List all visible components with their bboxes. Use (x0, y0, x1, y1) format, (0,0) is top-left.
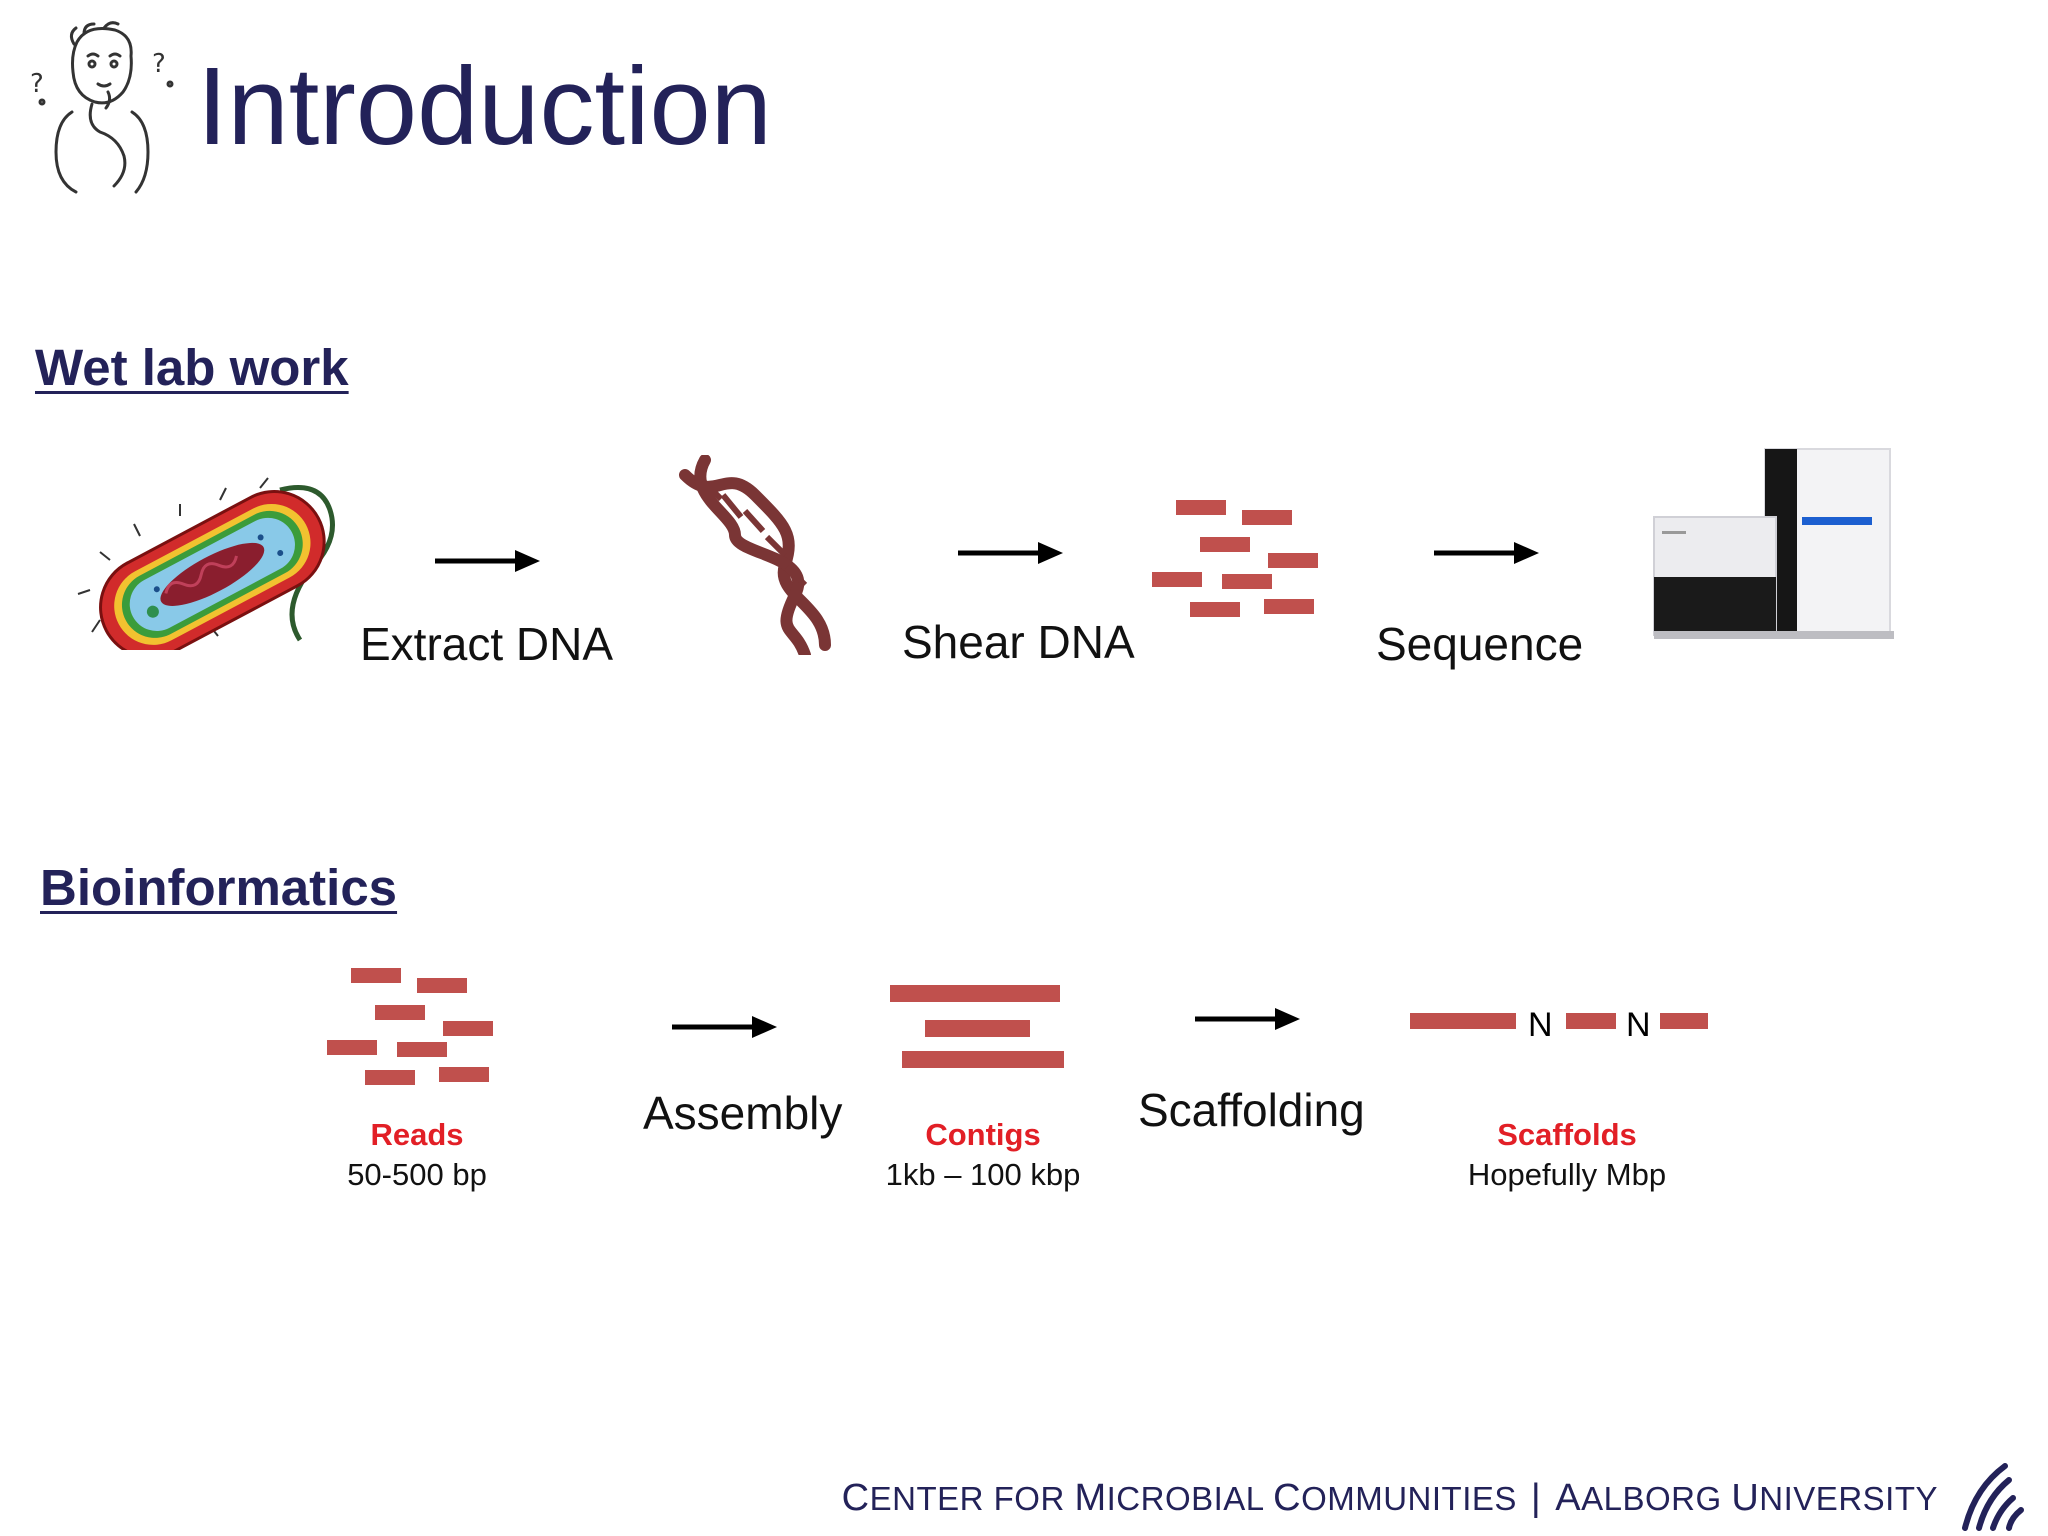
contigs-caption: Contigs 1kb – 100 kbp (868, 1115, 1098, 1195)
step-assembly: Assembly (643, 1087, 843, 1139)
contigs-size: 1kb – 100 kbp (885, 1157, 1081, 1192)
svg-text:?: ? (152, 49, 166, 79)
arrow-scaffolding (1195, 1006, 1300, 1032)
aalborg-university-logo (1955, 1460, 2027, 1532)
contigs-label: Contigs (925, 1117, 1041, 1152)
thinking-person-icon: ? ? (22, 12, 182, 202)
dna-helix-icon (675, 454, 845, 661)
arrow-shear (958, 540, 1063, 566)
reads-label: Reads (370, 1117, 464, 1152)
reads-fragments-icon (325, 968, 495, 1088)
step-extract-dna: Extract DNA (360, 618, 614, 670)
reads-size: 50-500 bp (347, 1157, 487, 1192)
arrow-sequence (1434, 540, 1539, 566)
footer-institution: CENTER FOR MICROBIAL COMMUNITIES|AALBORG… (841, 1477, 1938, 1519)
bacterium-icon (70, 470, 350, 659)
gap-n-1: N (1528, 1006, 1553, 1044)
contigs-icon (890, 985, 1065, 1070)
wet-lab-heading: Wet lab work (35, 339, 349, 396)
dna-fragments-icon (1150, 500, 1320, 620)
step-shear-dna: Shear DNA (902, 616, 1135, 668)
arrow-assembly (672, 1014, 777, 1040)
gap-n-2: N (1626, 1006, 1651, 1044)
page-title: Introduction (197, 45, 772, 168)
scaffold-icon: N N (1410, 1005, 1710, 1045)
reads-caption: Reads 50-500 bp (317, 1115, 517, 1195)
sequencer-machine-icon (1650, 445, 1910, 645)
step-scaffolding: Scaffolding (1138, 1084, 1365, 1136)
scaffolds-caption: Scaffolds Hopefully Mbp (1437, 1115, 1697, 1195)
arrow-extract (435, 548, 540, 574)
scaffolds-size: Hopefully Mbp (1467, 1157, 1667, 1192)
scaffolds-label: Scaffolds (1497, 1117, 1637, 1152)
step-sequence: Sequence (1376, 618, 1584, 670)
svg-text:?: ? (30, 69, 44, 99)
bioinformatics-heading: Bioinformatics (40, 859, 398, 916)
